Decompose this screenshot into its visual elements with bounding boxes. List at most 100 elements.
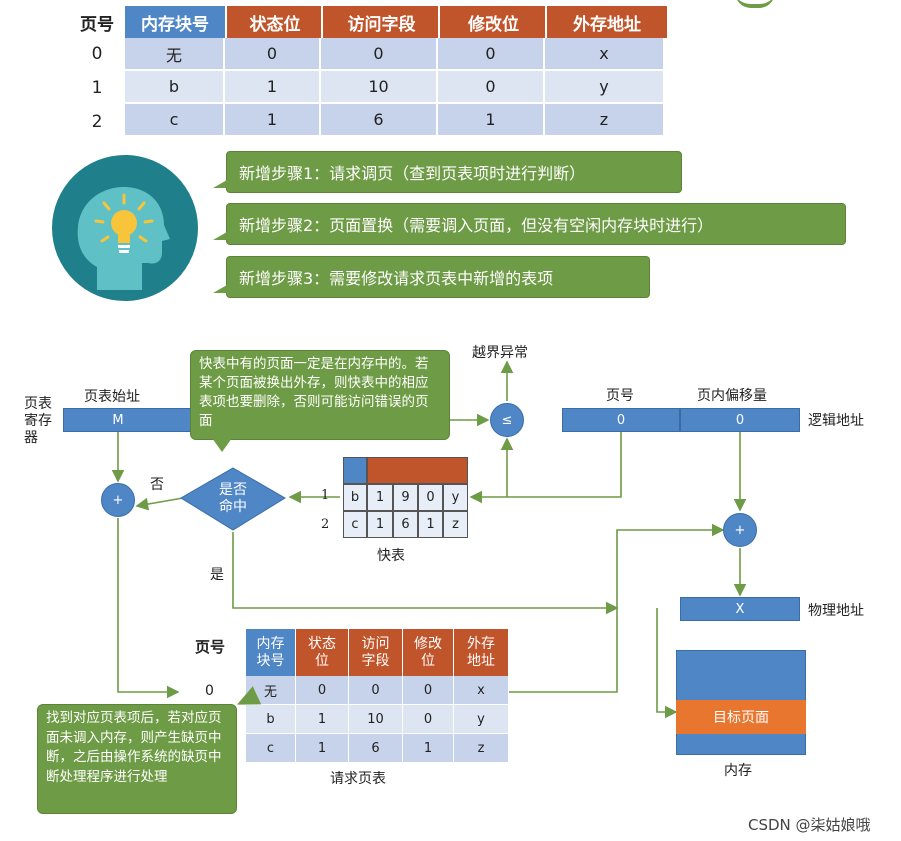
page-table-row-index: 2 xyxy=(91,112,103,132)
page-table-cell: 1 xyxy=(225,104,321,137)
page-table-header-disk-address: 外存地址 xyxy=(545,6,667,38)
page-table-header-page-number: 页号 xyxy=(80,15,114,35)
step-1-callout: 新增步骤1：请求调页（查到页表项时进行判断） xyxy=(213,151,682,193)
page-table-cell: x xyxy=(545,38,665,71)
request-table-cell: 1 xyxy=(403,734,454,763)
page-number-label: 页号 xyxy=(606,388,634,404)
page-table-header-frame: 内存块号 xyxy=(125,6,225,38)
step-2-text: 新增步骤2：页面置换（需要调入页面，但没有空闲内存块时进行） xyxy=(239,216,714,235)
tlb-cell: 9 xyxy=(393,484,418,511)
tlb-caption: 快表 xyxy=(377,548,405,564)
tlb-header-cell xyxy=(343,457,367,484)
physical-address-box: X xyxy=(680,597,800,621)
page-fault-note-text: 找到对应页表项后，若对应页面未调入内存，则产生缺页中断，之后由操作系统的缺页中断… xyxy=(46,710,222,785)
right-adder-node: + xyxy=(723,513,757,547)
target-page-label: 目标页面 xyxy=(713,710,769,726)
request-table-cell: y xyxy=(454,705,509,734)
request-table-header: 外存 地址 xyxy=(454,629,509,676)
page-table-cell: 6 xyxy=(321,104,438,137)
page-table-cell: 0 xyxy=(438,71,545,104)
request-table-cell: 0 xyxy=(403,705,454,734)
request-table-header: 状态 位 xyxy=(296,629,349,676)
compare-symbol: ≤ xyxy=(501,412,513,428)
request-table-cell: 无 xyxy=(246,676,296,705)
logical-page-number-value: 0 xyxy=(616,412,626,428)
request-table-cell: 0 xyxy=(403,676,454,705)
page-table-cell: 0 xyxy=(225,38,321,71)
page-table-cell: y xyxy=(545,71,665,104)
page-table-register: M xyxy=(63,408,173,432)
decision-text: 是否 命中 xyxy=(219,482,247,515)
request-table-cell: 0 xyxy=(296,676,349,705)
request-table-cell: c xyxy=(246,734,296,763)
idea-head-icon xyxy=(52,155,198,301)
logical-offset-box: 0 xyxy=(680,408,800,432)
page-table-cell: z xyxy=(545,104,665,137)
page-table-cell: 0 xyxy=(321,38,438,71)
request-table-cell: 1 xyxy=(296,734,349,763)
logical-offset-value: 0 xyxy=(735,412,745,428)
target-page: 目标页面 xyxy=(676,700,806,734)
page-table-header-access: 访问字段 xyxy=(321,6,440,38)
request-table-header: 内存 块号 xyxy=(246,629,296,676)
page-table-cell: 10 xyxy=(321,71,438,104)
tlb-note: 快表中有的页面一定是在内存中的。若某个页面被换出外存，则快表中的相应表项也要删除… xyxy=(190,350,450,440)
tlb-cell: b xyxy=(343,484,367,511)
request-table-row-index: 0 xyxy=(205,683,214,699)
left-adder-node: + xyxy=(101,483,135,517)
register-value: M xyxy=(112,412,124,428)
compare-node: ≤ xyxy=(490,403,524,437)
tlb-cell: 1 xyxy=(367,511,393,538)
tlb-cell: c xyxy=(343,511,367,538)
page-table-header-status: 状态位 xyxy=(225,6,323,38)
request-table-cell: b xyxy=(246,705,296,734)
step-3-callout: 新增步骤3：需要修改请求页表中新增的表项 xyxy=(213,256,650,298)
logical-address-label: 逻辑地址 xyxy=(808,413,864,429)
step-2-callout: 新增步骤2：页面置换（需要调入页面，但没有空闲内存块时进行） xyxy=(213,203,846,245)
tlb-cell: y xyxy=(443,484,468,511)
yes-label: 是 xyxy=(210,567,224,583)
tlb-note-text: 快表中有的页面一定是在内存中的。若某个页面被换出外存，则快表中的相应表项也要删除… xyxy=(199,356,429,429)
step-1-text: 新增步骤1：请求调页（查到页表项时进行判断） xyxy=(239,164,586,183)
tlb-cell: 1 xyxy=(418,511,443,538)
page-table-cell: 1 xyxy=(225,71,321,104)
out-of-bounds-label: 越界异常 xyxy=(472,345,528,361)
request-table-header: 访问 字段 xyxy=(349,629,403,676)
page-table-header-modified: 修改位 xyxy=(438,6,547,38)
page-table-cell: b xyxy=(125,71,225,104)
tlb-row-index: 1 xyxy=(321,488,330,503)
tlb-note-pointer xyxy=(212,438,232,452)
request-table-cell: 6 xyxy=(349,734,403,763)
page-table-cell: c xyxy=(125,104,225,137)
page-table-row-index: 0 xyxy=(91,44,103,64)
page-table-row-index: 1 xyxy=(91,78,103,98)
page-table-cell: 无 xyxy=(125,38,225,71)
watermark: CSDN @柒姑娘哦 xyxy=(748,816,871,834)
physical-address-label: 物理地址 xyxy=(808,603,864,619)
offset-label: 页内偏移量 xyxy=(697,388,767,404)
page-fault-note: 找到对应页表项后，若对应页面未调入内存，则产生缺页中断，之后由操作系统的缺页中断… xyxy=(37,704,237,814)
page-table-cell: 1 xyxy=(438,104,545,137)
memory-caption: 内存 xyxy=(724,763,752,779)
no-label: 否 xyxy=(150,477,164,493)
page-table-start-label: 页表始址 xyxy=(84,389,140,405)
tlb-cell: 0 xyxy=(418,484,443,511)
page-table-register-label: 页表 寄存 器 xyxy=(24,396,52,446)
request-table-rowhead: 页号 xyxy=(195,638,226,656)
step-3-text: 新增步骤3：需要修改请求页表中新增的表项 xyxy=(239,269,554,288)
request-table-caption: 请求页表 xyxy=(330,771,386,787)
request-table-cell: 1 xyxy=(296,705,349,734)
tlb-cell: z xyxy=(443,511,468,538)
left-adder-symbol: + xyxy=(112,492,124,508)
right-adder-symbol: + xyxy=(734,522,746,538)
tlb-cell: 6 xyxy=(393,511,418,538)
page-table-register-length xyxy=(172,408,192,432)
tlb-header-cell xyxy=(367,457,468,484)
decorative-arc xyxy=(735,0,775,8)
tlb-cell: 1 xyxy=(367,484,393,511)
request-table-cell: 0 xyxy=(349,676,403,705)
request-table-cell: z xyxy=(454,734,509,763)
request-table-cell: x xyxy=(454,676,509,705)
logical-page-number-box: 0 xyxy=(562,408,680,432)
request-table-cell: 10 xyxy=(349,705,403,734)
